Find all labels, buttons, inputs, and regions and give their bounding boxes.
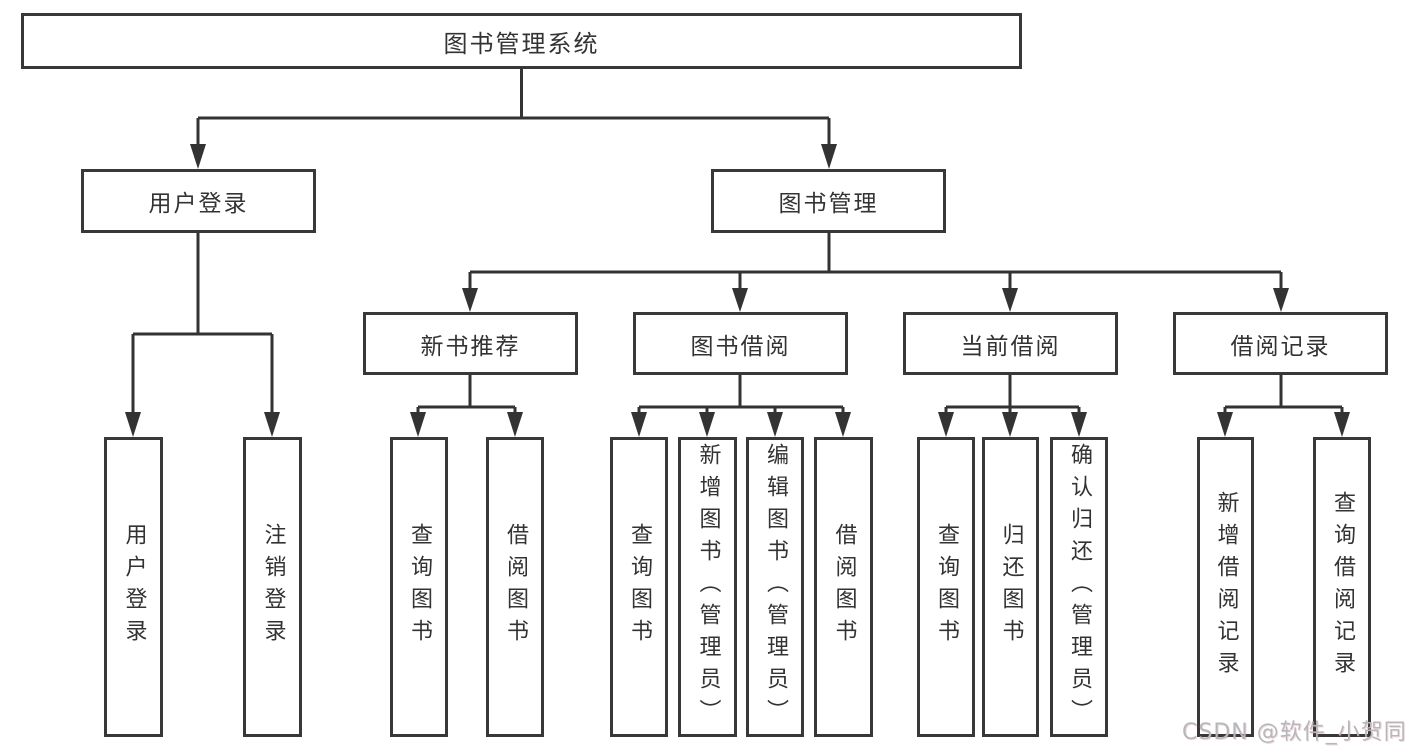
arrowhead-icons	[125, 144, 1350, 437]
leaf-label: 用户登录	[121, 523, 147, 651]
leaf-label: 借阅图书	[831, 523, 857, 651]
node-book-borrowing: 图书借阅	[633, 312, 848, 375]
leaf-query-borrow-record: 查询借阅记录	[1313, 437, 1371, 737]
node-book-management: 图书管理	[711, 169, 946, 233]
leaf-label: 查询图书	[407, 523, 432, 651]
leaf-label: 新增图书（管理员）	[695, 443, 721, 731]
leaf-query-books-borrow: 查询图书	[610, 437, 668, 737]
leaf-label: 查询图书	[934, 523, 959, 651]
leaf-confirm-return-admin: 确认归还（管理员）	[1050, 437, 1108, 737]
node-label: 图书管理	[778, 191, 879, 217]
node-label: 当前借阅	[960, 333, 1061, 360]
leaf-return-books: 归还图书	[982, 437, 1039, 737]
node-label: 用户登录	[148, 191, 249, 217]
leaf-label: 查询图书	[627, 523, 652, 651]
node-label: 借阅记录	[1230, 333, 1331, 360]
leaf-query-books-newrec: 查询图书	[390, 437, 448, 737]
leaf-borrow-books-borrow: 借阅图书	[814, 437, 873, 737]
node-label: 图书管理系统	[443, 29, 600, 58]
node-new-book-recommendation: 新书推荐	[363, 312, 578, 375]
leaf-label: 借阅图书	[503, 523, 528, 651]
node-library-management-system: 图书管理系统	[21, 13, 1022, 69]
leaf-query-books-current: 查询图书	[917, 437, 975, 737]
leaf-label: 注销登录	[260, 523, 286, 651]
leaf-edit-books-admin: 编辑图书（管理员）	[746, 437, 804, 737]
node-label: 新书推荐	[420, 333, 521, 360]
node-borrowing-records: 借阅记录	[1173, 312, 1388, 375]
leaf-label: 归还图书	[998, 523, 1024, 651]
leaf-label: 新增借阅记录	[1213, 491, 1239, 683]
node-user-login: 用户登录	[81, 169, 316, 233]
leaf-user-login: 用户登录	[104, 437, 163, 737]
leaf-add-books-admin: 新增图书（管理员）	[678, 437, 737, 737]
leaf-label: 查询借阅记录	[1330, 491, 1355, 683]
leaf-borrow-books-newrec: 借阅图书	[486, 437, 544, 737]
leaf-add-borrow-record: 新增借阅记录	[1197, 437, 1254, 737]
node-label: 图书借阅	[690, 333, 791, 360]
node-current-borrowing: 当前借阅	[903, 312, 1118, 375]
leaf-logout: 注销登录	[243, 437, 302, 737]
leaf-label: 确认归还（管理员）	[1067, 443, 1092, 731]
watermark-csdn: CSDN @软件_小贺同学	[1182, 720, 1405, 745]
leaf-label: 编辑图书（管理员）	[763, 443, 788, 731]
